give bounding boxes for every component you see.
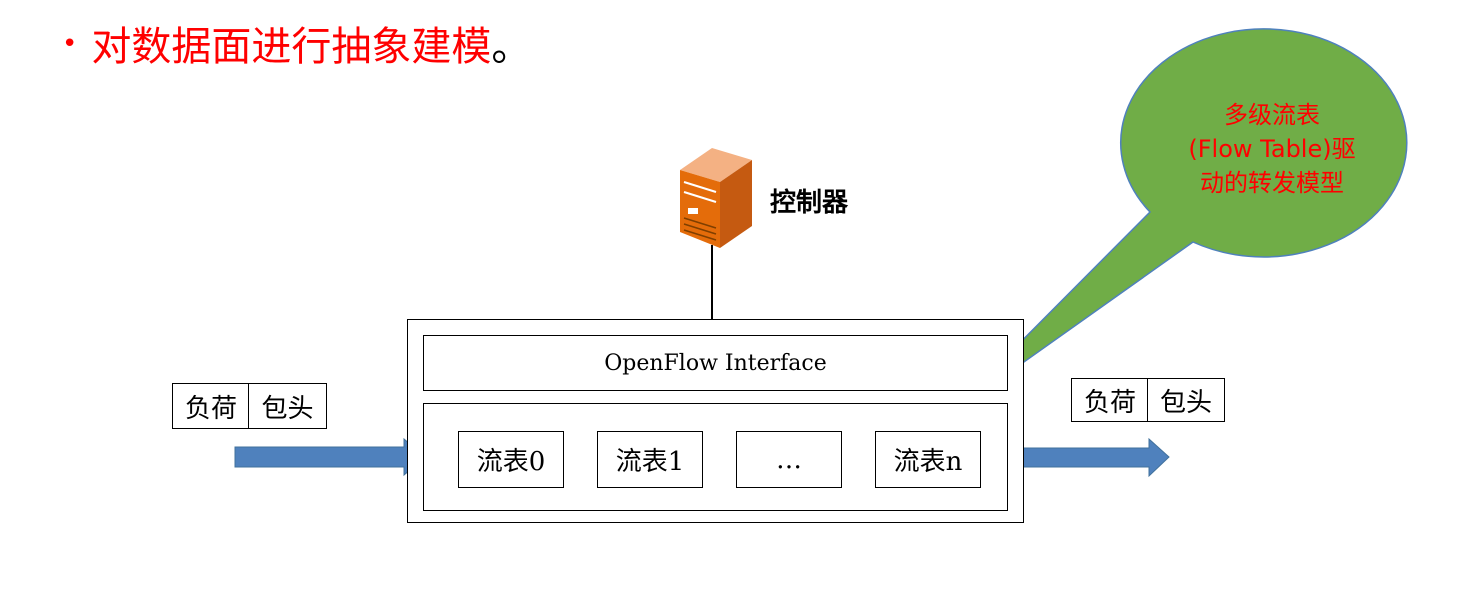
callout-line-3: 动的转发模型: [1200, 169, 1344, 197]
page-title: • 对数据面进行抽象建模。: [62, 14, 531, 72]
callout-bubble: [944, 28, 1408, 419]
flow-table-label: …: [776, 444, 802, 475]
packet-in-header: 包头: [248, 383, 327, 429]
flow-table-label: 流表0: [476, 447, 546, 477]
input-arrow: [234, 437, 426, 477]
controller-label: 控制器: [770, 188, 849, 218]
callout-line-1: 多级流表: [1224, 101, 1320, 129]
flow-table-n: 流表n: [875, 431, 981, 488]
packet-out-header: 包头: [1147, 378, 1225, 422]
callout-text: 多级流表 (Flow Table)驱 动的转发模型: [1160, 98, 1384, 200]
packet-out-payload: 负荷: [1071, 378, 1149, 422]
callout-line-2: (Flow Table)驱: [1188, 135, 1356, 163]
flow-table-ellipsis: …: [736, 431, 842, 488]
server-icon: [680, 148, 752, 248]
bullet-icon: •: [62, 29, 78, 59]
openflow-interface: OpenFlow Interface: [423, 335, 1008, 391]
openflow-interface-label: OpenFlow Interface: [604, 350, 827, 376]
header-label: 包头: [261, 393, 314, 424]
flow-table-label: 流表1: [615, 447, 685, 477]
payload-label: 负荷: [1083, 387, 1136, 418]
payload-label: 负荷: [184, 393, 237, 424]
title-text: 对数据面进行抽象建模: [91, 24, 492, 70]
title-period: 。: [491, 24, 532, 70]
header-label: 包头: [1159, 387, 1212, 418]
packet-in-payload: 负荷: [172, 383, 250, 429]
flow-table-label: 流表n: [893, 447, 963, 477]
flow-table-0: 流表0: [458, 431, 564, 488]
flow-table-1: 流表1: [597, 431, 703, 488]
